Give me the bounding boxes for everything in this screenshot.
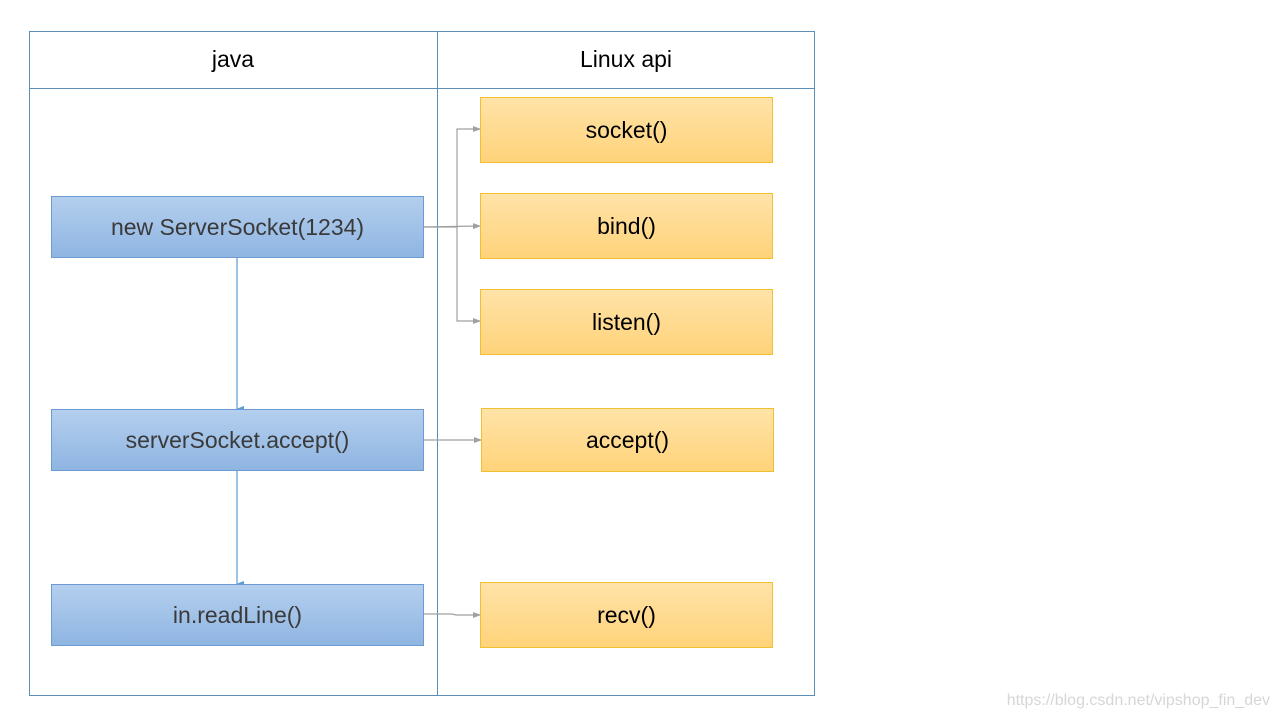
linux-box-accept: accept()	[481, 408, 774, 472]
java-box-readline: in.readLine()	[51, 584, 424, 646]
linux-box-bind: bind()	[480, 193, 773, 259]
linux-box-listen: listen()	[480, 289, 773, 355]
linux-column-header: Linux api	[579, 46, 673, 72]
linux-box-recv: recv()	[480, 582, 773, 648]
java-box-new-serversocket: new ServerSocket(1234)	[51, 196, 424, 258]
linux-box-socket: socket()	[480, 97, 773, 163]
java-box-accept: serverSocket.accept()	[51, 409, 424, 471]
java-column-header: java	[211, 46, 255, 72]
column-divider	[437, 31, 438, 696]
header-divider	[29, 88, 815, 89]
table-frame	[29, 31, 815, 696]
watermark-text: https://blog.csdn.net/vipshop_fin_dev	[1006, 692, 1270, 709]
